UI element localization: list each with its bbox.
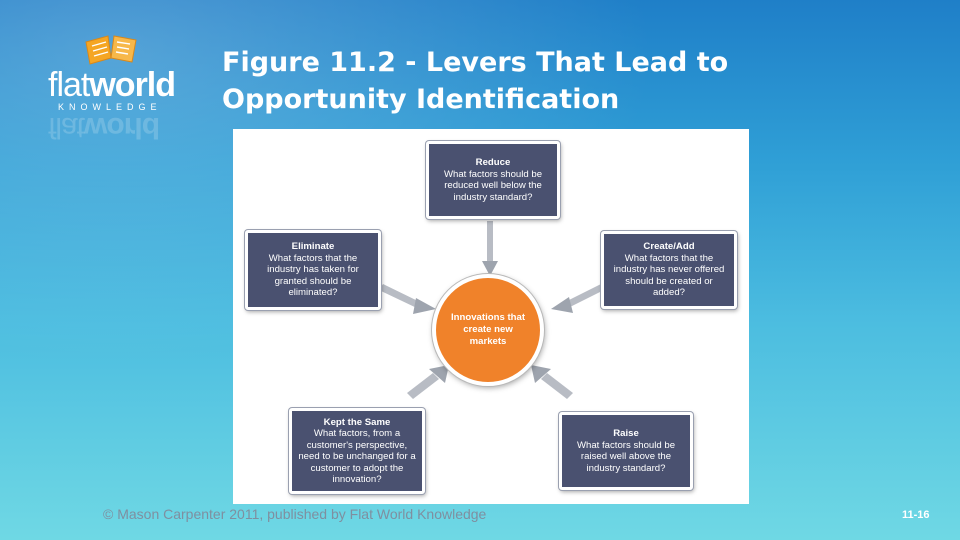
lever-description: What factors should be raised well above… — [576, 439, 676, 474]
lever-description: What factors should be reduced well belo… — [443, 168, 543, 203]
diagram-arrows — [379, 221, 606, 399]
levers-diagram: Reduce What factors should be reduced we… — [233, 129, 749, 504]
logo-subtitle: KNOWLEDGE — [58, 102, 162, 112]
arrow-reduce — [482, 221, 498, 276]
lever-title: Create/Add — [643, 241, 695, 253]
lever-title: Raise — [613, 428, 639, 439]
copyright-footer: © Mason Carpenter 2011, published by Fla… — [103, 506, 487, 522]
lever-title: Kept the Same — [323, 416, 391, 428]
logo-wordmark: flatworld — [48, 66, 176, 104]
lever-box-raise: Raise What factors should be raised well… — [559, 412, 693, 490]
arrow-raise — [531, 365, 573, 399]
center-circle: Innovations that create new markets — [432, 274, 544, 386]
slide-title: Figure 11.2 - Levers That Lead to Opport… — [222, 47, 729, 115]
lever-description: What factors that the industry has taken… — [267, 252, 359, 299]
lever-title: Reduce — [475, 157, 511, 168]
lever-title: Eliminate — [291, 241, 335, 253]
lever-description: What factors, from a customer's perspect… — [298, 428, 416, 485]
arrow-eliminate — [379, 284, 436, 314]
arrow-kept-same — [407, 365, 449, 399]
logo-reflection: flatworld — [48, 111, 160, 144]
lever-box-create-add: Create/Add What factors that the industr… — [601, 231, 737, 309]
lever-box-eliminate: Eliminate What factors that the industry… — [245, 230, 381, 310]
page-number: 11-16 — [902, 509, 930, 521]
open-book-icon — [85, 35, 137, 65]
arrow-create-add — [551, 284, 606, 313]
lever-box-reduce: Reduce What factors should be reduced we… — [426, 141, 560, 219]
lever-description: What factors that the industry has never… — [613, 252, 725, 299]
flatworld-logo: flatworld KNOWLEDGE flatworld — [44, 32, 184, 144]
lever-box-kept-same: Kept the Same What factors, from a custo… — [289, 408, 425, 494]
